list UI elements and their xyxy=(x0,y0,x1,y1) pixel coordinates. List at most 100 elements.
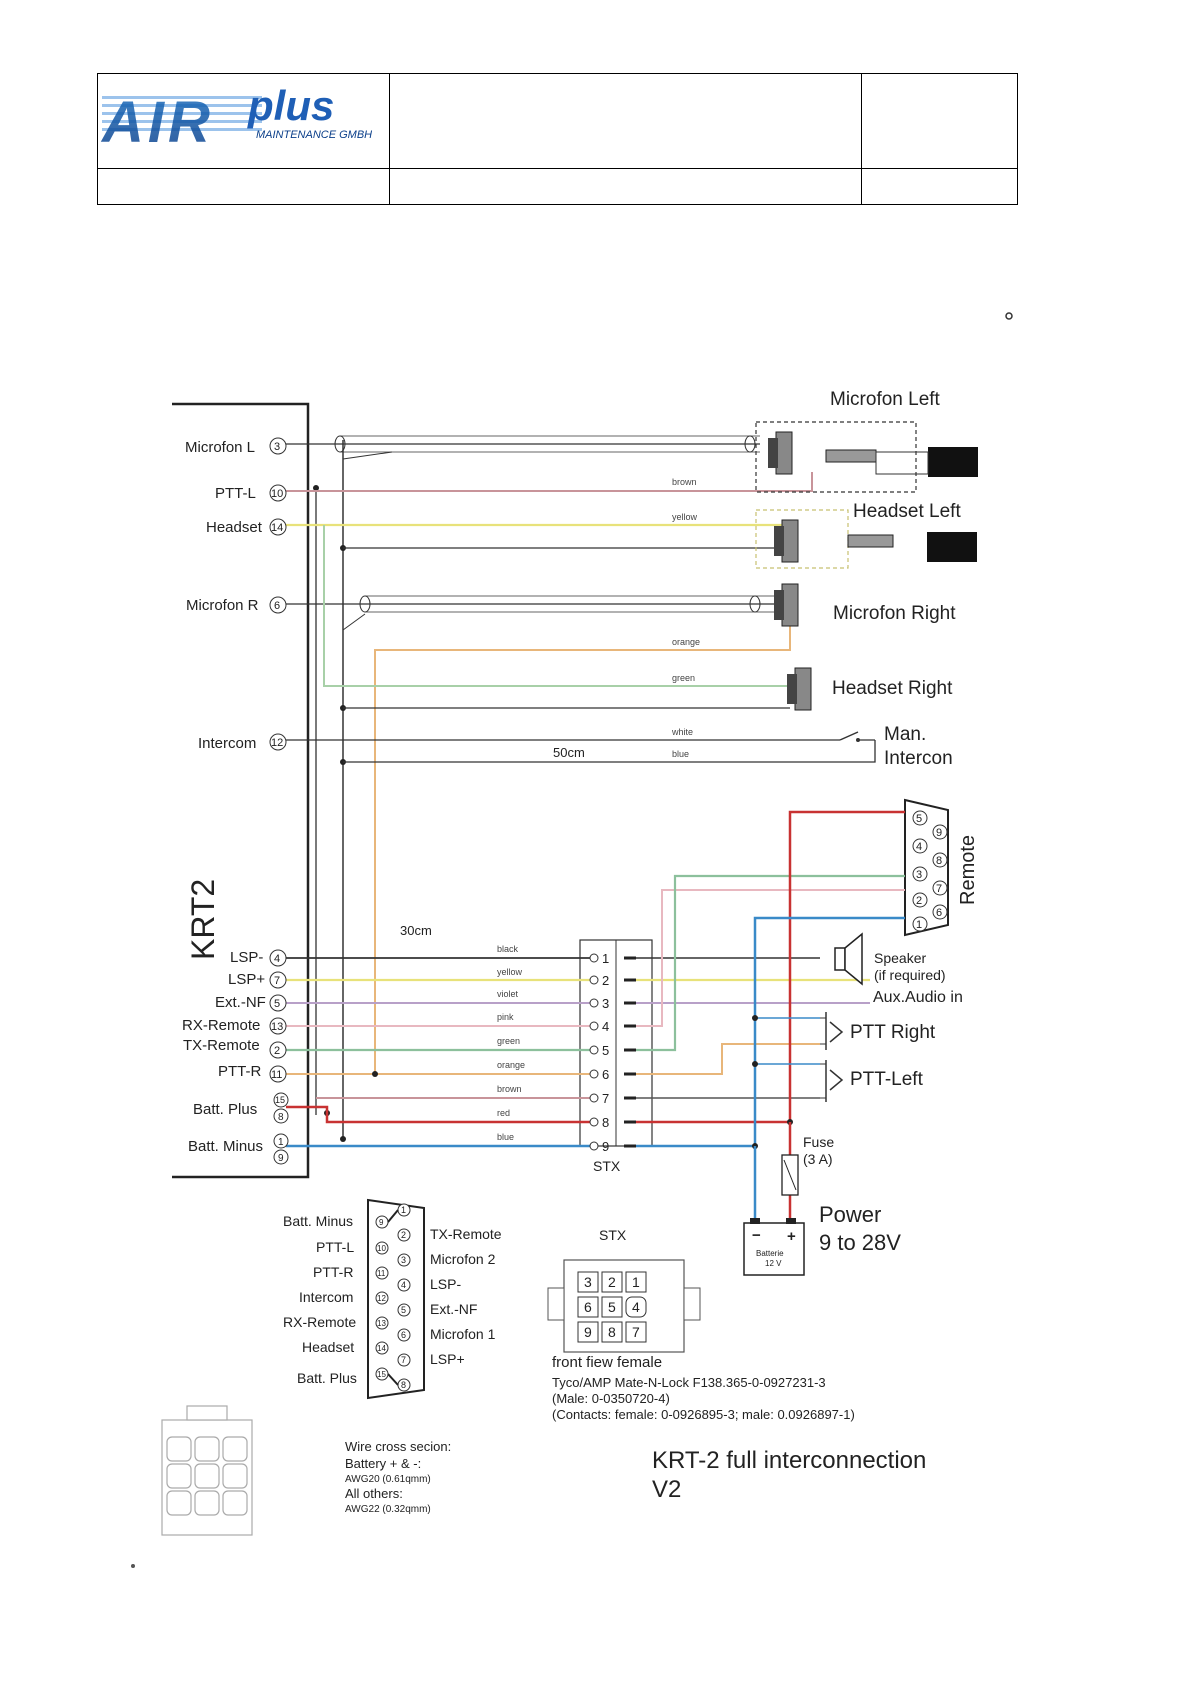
krt2-label: KRT2 xyxy=(185,879,221,960)
stx-connector-face: STX 3 2 1 6 5 4 9 8 7 front fiew female … xyxy=(547,1227,855,1422)
length-label-30cm: 30cm xyxy=(400,923,432,938)
header-doc-cell xyxy=(861,73,1018,169)
dsub-left-label: Batt. Minus xyxy=(283,1213,353,1229)
label-microfon-left: Microfon Left xyxy=(830,389,941,410)
connector-sketch xyxy=(161,1405,253,1536)
label-fuse-rating: (3 A) xyxy=(803,1151,833,1167)
stx-pin-sockets xyxy=(624,956,636,1148)
pin-label-headset: Headset xyxy=(206,519,263,536)
stx-pin: 6 xyxy=(602,1067,609,1082)
dsub-right-label: Microfon 1 xyxy=(430,1326,496,1342)
stx-pin: 4 xyxy=(602,1019,609,1034)
dsub-pin: 4 xyxy=(401,1280,406,1290)
wire-label-blue-upper: blue xyxy=(672,749,689,759)
pin-number: 8 xyxy=(278,1112,284,1123)
stx-face-pin: 2 xyxy=(608,1274,616,1290)
logo-stripes xyxy=(102,96,262,131)
krt2-dsub-pinout: Batt. Minus PTT-L PTT-R Intercom RX-Remo… xyxy=(283,1198,502,1400)
dsub-left-label: Headset xyxy=(302,1339,354,1355)
remote-pin: 1 xyxy=(916,919,922,931)
stx-part-number: Tyco/AMP Mate-N-Lock F138.365-0-0927231-… xyxy=(552,1375,826,1390)
dsub-left-label: PTT-L xyxy=(316,1239,354,1255)
dsub-pin: 10 xyxy=(377,1244,386,1253)
dsub-right-label: LSP+ xyxy=(430,1351,465,1367)
note-line: All others: xyxy=(345,1486,403,1501)
pin-label-lsp-plus: LSP+ xyxy=(228,971,265,988)
speaker-icon xyxy=(834,932,863,986)
pin-label-microfon-r: Microfon R xyxy=(186,597,259,614)
pin-label-batt-plus: Batt. Plus xyxy=(193,1101,257,1118)
pin-number: 12 xyxy=(271,737,283,749)
stx-connector-caption: front fiew female xyxy=(552,1354,662,1371)
remote-pin: 2 xyxy=(916,895,922,907)
remote-pin: 3 xyxy=(916,869,922,881)
note-line: AWG22 (0.32qmm) xyxy=(345,1504,431,1515)
remote-pin: 9 xyxy=(936,827,942,839)
pin-number: 13 xyxy=(271,1021,283,1033)
dsub-pin: 9 xyxy=(379,1218,384,1227)
dsub-pin: 14 xyxy=(377,1344,386,1353)
pin-number: 3 xyxy=(274,441,280,453)
dsub-pin: 12 xyxy=(377,1294,386,1303)
logo-word-left: AIR xyxy=(100,90,214,155)
pin-label-rx-remote: RX-Remote xyxy=(182,1017,260,1034)
krt2-pin-labels-lower: LSP- 4 LSP+ 7 Ext.-NF 5 RX-Remote 13 TX-… xyxy=(182,949,289,1165)
dsub-pin: 3 xyxy=(401,1255,406,1265)
krt2-unit: KRT2 xyxy=(172,402,310,1179)
wire-label-yellow: yellow xyxy=(672,512,698,522)
diagram-title: KRT-2 full interconnection xyxy=(652,1447,926,1474)
label-remote: Remote xyxy=(957,835,979,905)
dsub-left-label: RX-Remote xyxy=(283,1314,356,1330)
label-aux-audio: Aux.Audio in xyxy=(873,989,963,1006)
dsub-left-label: PTT-R xyxy=(313,1264,353,1280)
pin-number: 7 xyxy=(274,975,280,987)
stx-pin: 1 xyxy=(602,951,609,966)
pin-number: 11 xyxy=(271,1069,282,1081)
dsub-pin: 1 xyxy=(401,1205,406,1215)
length-label-50cm: 50cm xyxy=(553,745,585,760)
stx-terminal-block: STX xyxy=(579,939,653,1174)
stx-face-pin: 3 xyxy=(584,1274,592,1290)
stx-face-pin: 8 xyxy=(608,1324,616,1340)
pin-label-intercom: Intercom xyxy=(198,735,256,752)
wire-label: green xyxy=(497,1036,520,1046)
pin-label-batt-minus: Batt. Minus xyxy=(188,1138,263,1155)
diagram-version: V2 xyxy=(652,1476,681,1503)
dsub-pin: 6 xyxy=(401,1330,406,1340)
label-headset-right: Headset Right xyxy=(832,678,953,699)
label-power-range: 9 to 28V xyxy=(819,1230,901,1255)
note-line: Battery + & -: xyxy=(345,1456,421,1471)
stx-connector-title: STX xyxy=(599,1227,627,1243)
label-ptt-right: PTT Right xyxy=(850,1022,936,1043)
dsub-left-label: Intercom xyxy=(299,1289,353,1305)
wire-label: yellow xyxy=(497,967,523,977)
stx-pin: 9 xyxy=(602,1139,609,1154)
pin-number: 6 xyxy=(274,600,280,612)
stray-mark-top xyxy=(1005,312,1013,320)
pin-number: 15 xyxy=(275,1095,285,1105)
stx-outgoing-wires xyxy=(636,810,905,1230)
stx-face-pin: 6 xyxy=(584,1299,592,1315)
pin-number: 9 xyxy=(278,1153,284,1164)
krt2-pin-labels-upper: Microfon L 3 PTT-L 10 Headset 14 Microfo… xyxy=(185,437,287,752)
stx-pin: 3 xyxy=(602,996,609,1011)
stx-face-pin: 4 xyxy=(632,1299,640,1315)
pin-number: 1 xyxy=(278,1137,284,1148)
ptt-right-switch-icon xyxy=(820,1012,844,1050)
wire-label: brown xyxy=(497,1084,522,1094)
wire-label: violet xyxy=(497,989,519,999)
wire-label: pink xyxy=(497,1012,514,1022)
plug-headset-left xyxy=(927,532,977,562)
stx-pins: 1 2 3 4 5 6 7 8 9 xyxy=(589,951,609,1154)
label-man-intercom-2: Intercon xyxy=(884,748,953,769)
header-cell-bottom-right xyxy=(861,168,1018,205)
fuse-icon xyxy=(781,1154,799,1196)
remote-pin: 6 xyxy=(936,907,942,919)
wire-label-orange: orange xyxy=(672,637,700,647)
stx-wire-labels: black yellow violet pink green orange br… xyxy=(497,944,525,1142)
wire-cross-section-note: Wire cross secion: Battery + & -: AWG20 … xyxy=(345,1439,451,1515)
stx-part-contacts: (Contacts: female: 0-0926895-3; male: 0.… xyxy=(552,1407,855,1422)
dsub-right-label: Microfon 2 xyxy=(430,1251,496,1267)
header-table: AIR plus MAINTENANCE GMBH xyxy=(97,73,1018,205)
